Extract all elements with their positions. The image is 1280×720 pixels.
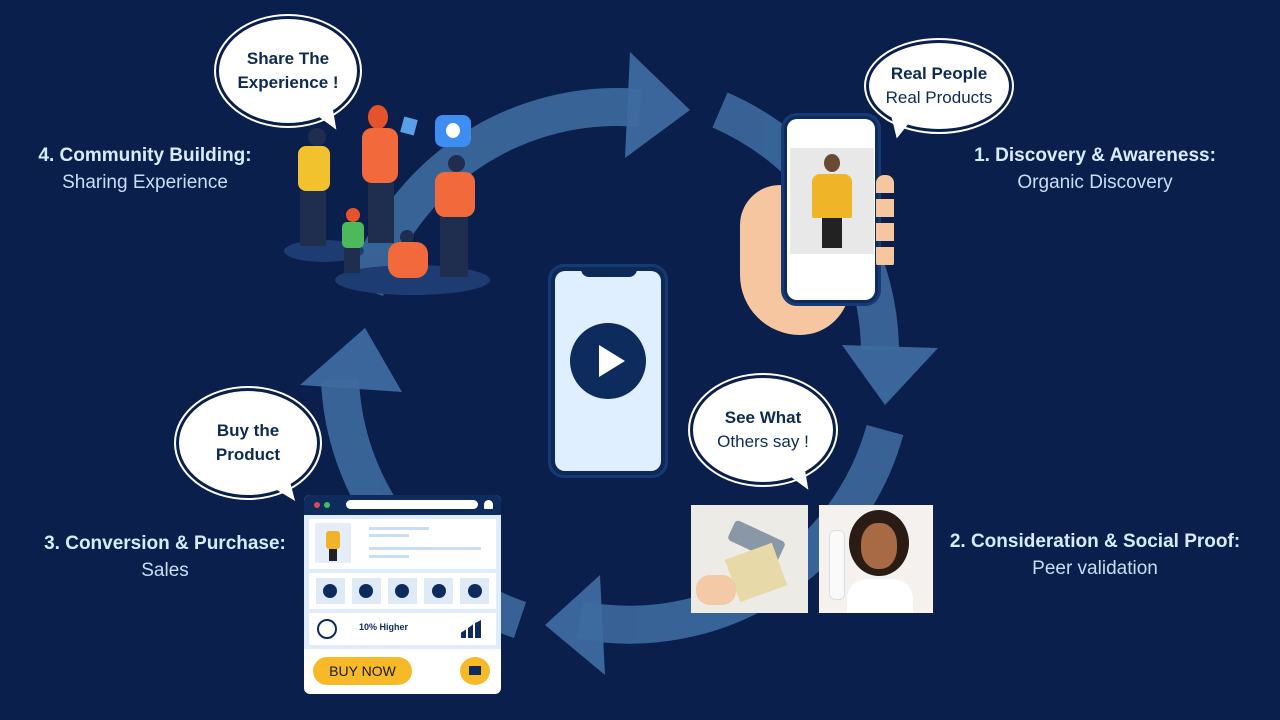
arrow-top [346,88,642,297]
stage-subtitle: Organic Discovery [1017,172,1173,193]
shop-window: 10% Higher BUY NOW [304,495,501,694]
arrowhead-bottom [545,575,605,675]
stage-subtitle: Peer validation [1032,558,1158,579]
stage-subtitle: Sales [141,560,189,581]
arrowhead-right [842,345,938,405]
stage-conversion: 3. Conversion & Purchase: Sales [25,533,305,582]
stage-title: 3. Conversion & Purchase: [44,533,286,554]
stage-title: 1. Discovery & Awareness: [974,145,1216,166]
feature-icon [460,578,490,604]
arrowhead-left [300,328,402,392]
bubble-see-what: See What Others say ! [690,375,836,485]
stage-title: 2. Consideration & Social Proof: [949,531,1241,552]
feature-icon [351,578,381,604]
stat-text: 10% Higher [359,622,409,632]
play-icon [599,345,625,377]
discovery-phone [781,113,881,306]
review-photo-card [691,505,808,613]
bubble-buy: Buy the Product [176,388,320,498]
bubble-line: Buy the [216,421,280,440]
bubble-line: See What [724,408,802,427]
bubble-line: Experience ! [237,73,339,92]
bubble-line: Product [215,445,281,464]
buy-now-button[interactable]: BUY NOW [313,657,412,685]
bubble-line: Share The [246,49,330,68]
stage-discovery: 1. Discovery & Awareness: Organic Discov… [955,145,1235,194]
fingers [876,175,894,270]
product-thumb [315,523,351,563]
chat-icon [469,666,481,675]
community-illustration [280,100,500,300]
bubble-real-people: Real People Real Products [866,40,1012,132]
address-bar[interactable] [346,500,478,509]
bubble-line: Others say ! [717,432,809,451]
stage-consideration: 2. Consideration & Social Proof: Peer va… [935,531,1255,580]
bar-chart-icon [461,620,481,638]
play-button[interactable] [570,323,646,399]
stage-title: 4. Community Building: [38,145,252,166]
feature-icon [315,578,345,604]
app-icon [435,115,471,147]
feature-icon [424,578,454,604]
arrowhead-top [625,52,690,158]
feature-icon [387,578,417,604]
feature-icons [309,573,496,609]
product-photo [790,148,874,254]
bubble-line: Real People [890,64,988,83]
chat-button[interactable] [460,657,490,685]
bubble-share: Share The Experience ! [216,16,360,126]
stage-community: 4. Community Building: Sharing Experienc… [20,145,270,194]
bubble-line: Real Products [885,88,993,107]
stage-subtitle: Sharing Experience [62,172,228,193]
user-icon [484,500,493,509]
gauge-icon [317,619,337,639]
review-photo-person [819,505,933,613]
center-phone [548,264,668,478]
